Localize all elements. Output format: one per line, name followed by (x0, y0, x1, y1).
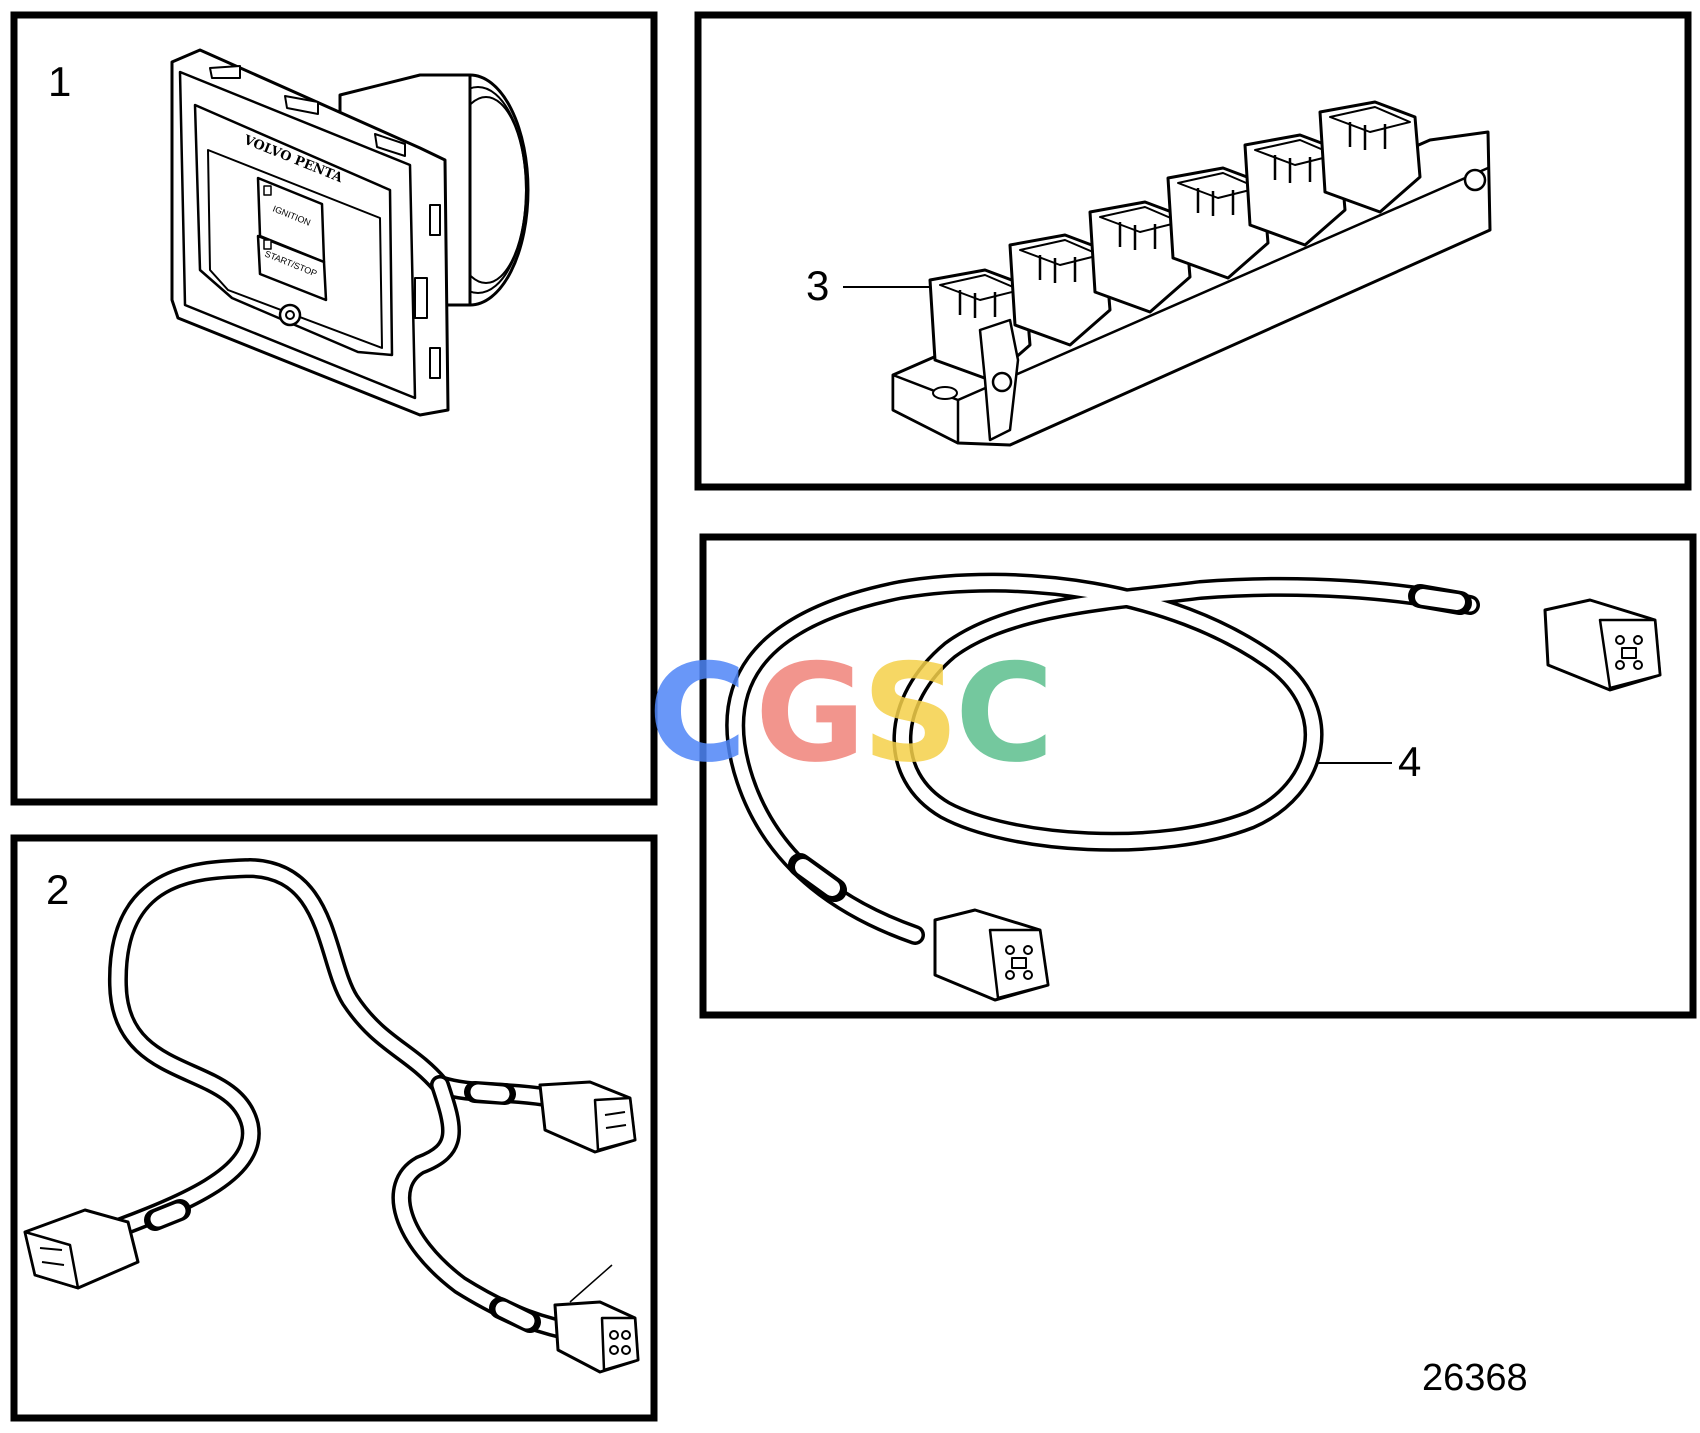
panel-2: 2 (10, 834, 658, 1422)
panel-1-frame (10, 11, 658, 806)
start-stop-button (256, 234, 328, 302)
panel-4-frame (699, 533, 1697, 1019)
socket-3 (1088, 200, 1192, 314)
socket-6 (1318, 100, 1422, 214)
socket-4 (1166, 166, 1270, 280)
socket-2 (1008, 233, 1112, 347)
panel-2-frame (10, 834, 658, 1422)
panel-3-frame (694, 11, 1692, 491)
panel-1: 1 (10, 11, 658, 806)
panel-3: 3 (694, 11, 1692, 491)
ignition-panel-illustration (170, 48, 530, 417)
callout-1: 1 (48, 58, 71, 105)
connector-block-illustration (891, 100, 1492, 447)
callout-3: 3 (806, 262, 829, 309)
leader-line-2 (569, 1264, 613, 1303)
cgsc-watermark: C G S C (648, 635, 1054, 792)
panel-4: 4 (699, 533, 1697, 1019)
y-cable-illustration (90, 858, 575, 1340)
watermark-letter-3: S (862, 635, 959, 792)
callout-4: 4 (1398, 738, 1421, 785)
callout-2: 2 (46, 866, 69, 913)
watermark-letter-4: C (955, 635, 1054, 792)
watermark-letter-2: G (755, 635, 866, 792)
extension-cable-illustration (725, 572, 1480, 945)
figure-number: 26368 (1422, 1357, 1528, 1399)
watermark-letter-1: C (648, 635, 747, 792)
